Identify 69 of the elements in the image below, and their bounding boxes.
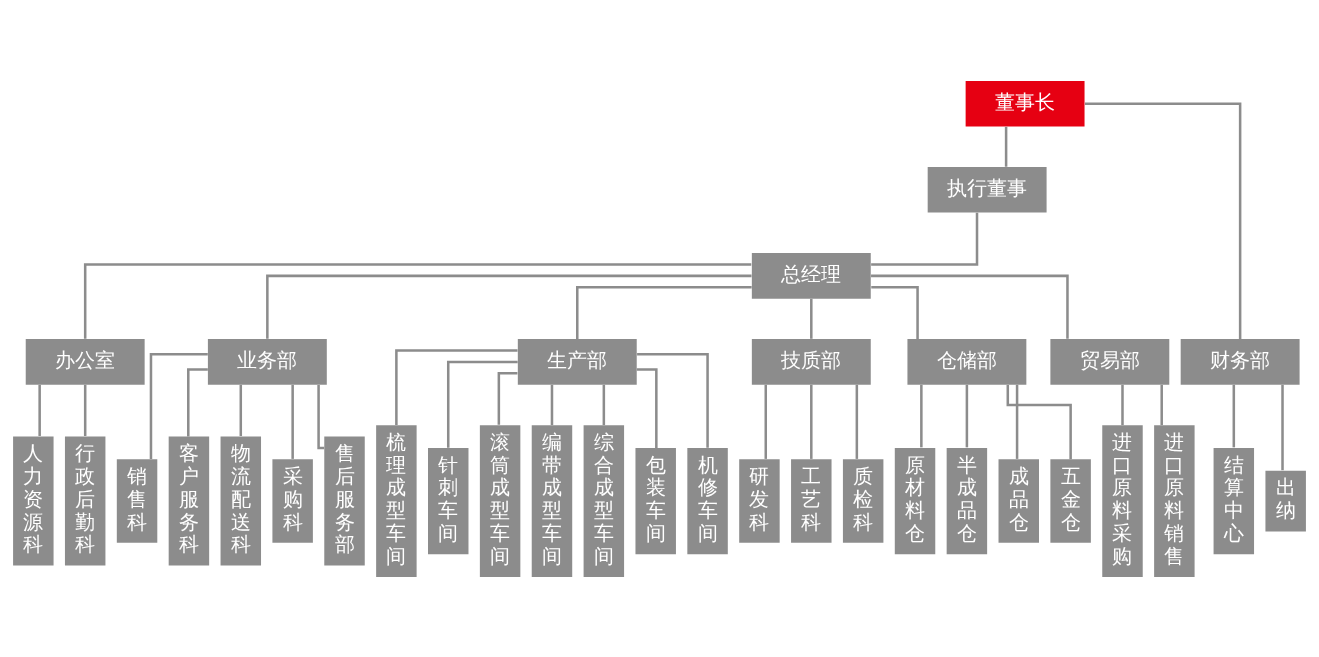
connector bbox=[1281, 384, 1284, 470]
node-box: 生产部 bbox=[517, 338, 637, 385]
connector bbox=[871, 274, 1069, 339]
node-box: 质检科 bbox=[842, 458, 884, 543]
connector bbox=[1121, 384, 1124, 425]
connector bbox=[149, 352, 208, 459]
node-box: 仓储部 bbox=[907, 338, 1027, 385]
node-box: 出纳 bbox=[1265, 470, 1306, 531]
node-box: 采购科 bbox=[272, 458, 313, 543]
node-box: 结算中心 bbox=[1213, 447, 1255, 554]
connector bbox=[576, 285, 752, 339]
node-box: 总经理 bbox=[751, 252, 871, 299]
connector bbox=[810, 384, 813, 459]
connector bbox=[1160, 384, 1163, 425]
connector bbox=[395, 348, 518, 425]
node-box: 针刺车间 bbox=[428, 447, 469, 554]
node-box: 贸易部 bbox=[1050, 338, 1170, 385]
node-box: 综合成型车间 bbox=[583, 424, 625, 577]
connector bbox=[187, 367, 208, 436]
connector bbox=[291, 384, 294, 459]
node-box: 行政后勤科 bbox=[64, 436, 106, 566]
connector bbox=[1232, 384, 1236, 447]
connector bbox=[83, 262, 752, 339]
connector bbox=[855, 384, 859, 459]
node-box: 研发科 bbox=[739, 458, 780, 543]
node-box: 编带成型车间 bbox=[531, 424, 573, 577]
connector bbox=[1004, 126, 1008, 167]
connector bbox=[1006, 384, 1072, 459]
connector bbox=[602, 384, 606, 425]
connector bbox=[266, 274, 752, 339]
node-box: 人力资源科 bbox=[13, 436, 54, 566]
connector bbox=[764, 384, 768, 459]
connector bbox=[637, 352, 709, 448]
node-box: 技质部 bbox=[751, 338, 871, 385]
node-box: 物流配送科 bbox=[220, 436, 261, 566]
connector bbox=[83, 384, 87, 436]
node-box: 客户服务科 bbox=[168, 436, 210, 566]
node-box: 财务部 bbox=[1180, 338, 1300, 385]
connector bbox=[871, 285, 919, 339]
node-box: 梳理成型车间 bbox=[376, 424, 417, 577]
node-box: 执行董事 bbox=[927, 166, 1047, 213]
node-box: 滚筒成型车间 bbox=[479, 424, 521, 577]
connector bbox=[239, 384, 243, 436]
node-box: 进口原料销售 bbox=[1154, 424, 1195, 577]
node-box: 原材料仓 bbox=[894, 447, 936, 554]
connector bbox=[871, 212, 979, 266]
connector bbox=[317, 384, 325, 449]
node-box: 成品仓 bbox=[998, 458, 1039, 543]
node-box: 机修车间 bbox=[687, 447, 728, 554]
node-box: 销售科 bbox=[116, 458, 158, 543]
node-box: 进口原料采购 bbox=[1102, 424, 1143, 577]
connector bbox=[810, 298, 813, 339]
connector bbox=[446, 360, 518, 448]
connector bbox=[965, 384, 969, 447]
connector bbox=[497, 371, 518, 425]
node-box: 包装车间 bbox=[635, 447, 676, 554]
node-box: 五金仓 bbox=[1050, 458, 1091, 543]
connector bbox=[1015, 384, 1019, 459]
node-box: 办公室 bbox=[25, 338, 145, 385]
connector bbox=[38, 384, 41, 436]
node-box: 业务部 bbox=[207, 338, 327, 385]
connector bbox=[1085, 102, 1242, 339]
connector bbox=[550, 384, 554, 425]
connector bbox=[636, 367, 658, 448]
connector bbox=[920, 384, 923, 447]
node-box: 售后服务部 bbox=[324, 436, 365, 566]
node-box: 半成品仓 bbox=[946, 447, 988, 554]
node-box: 工艺科 bbox=[791, 458, 832, 543]
node-box: 董事长 bbox=[965, 80, 1085, 127]
